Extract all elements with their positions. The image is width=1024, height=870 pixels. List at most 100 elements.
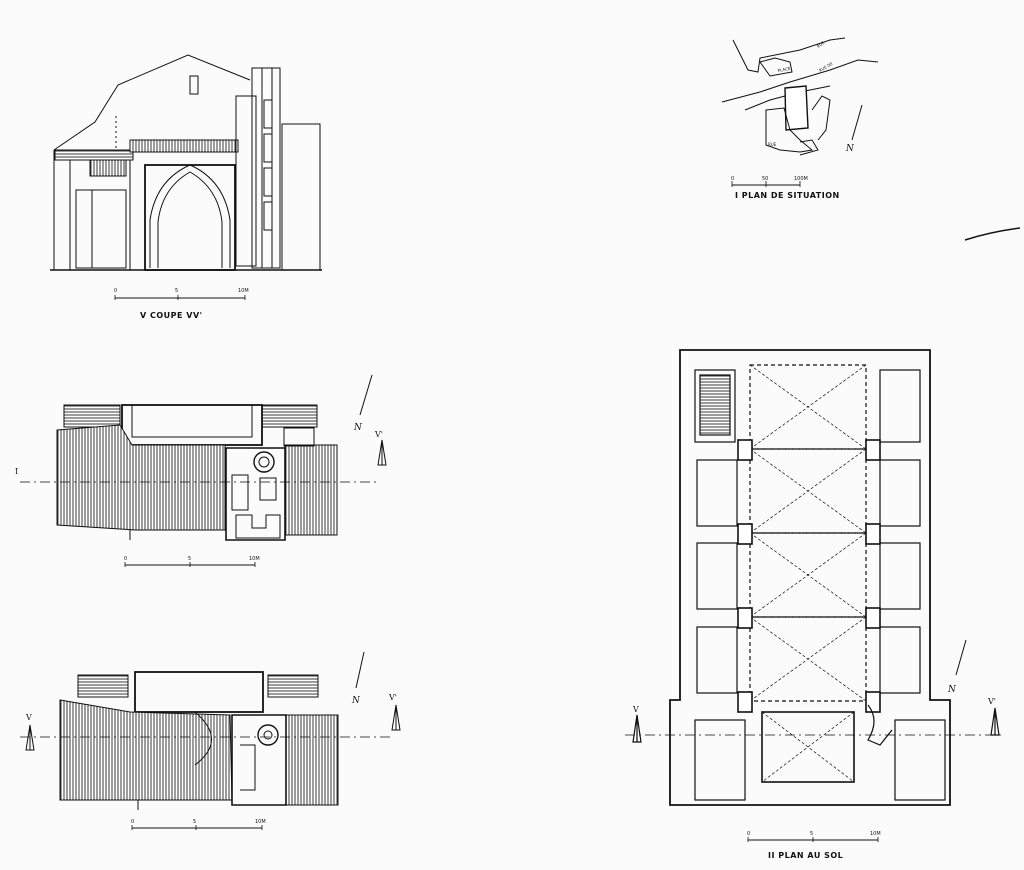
stair-tower: [231, 714, 287, 806]
wall-outline: [259, 477, 277, 501]
north-arrow: [359, 374, 373, 416]
nave-bay: [749, 616, 867, 702]
tower-wall: [235, 95, 257, 267]
north-label: N: [353, 423, 363, 433]
room-outline: [121, 404, 263, 446]
scale-label: 10M: [238, 288, 249, 294]
pier: [865, 607, 881, 629]
roof-line: [53, 54, 251, 151]
hatched-wall: [63, 404, 121, 428]
rib-vault: [749, 616, 867, 702]
street-outline: [732, 37, 846, 73]
room-outline: [131, 404, 253, 438]
stray-mark: [964, 227, 1021, 241]
scale-label: 5: [193, 819, 196, 825]
scale-label: 0: [114, 288, 117, 294]
block-outline: [811, 95, 831, 141]
scale-label: 0: [124, 556, 127, 562]
chapel: [696, 626, 738, 694]
scale-label: 5: [810, 831, 813, 837]
nave-bay: [749, 448, 867, 534]
section-marker: [25, 724, 35, 751]
block-outline: [759, 57, 793, 77]
apse-curve: [194, 711, 212, 766]
rib-vault: [749, 364, 867, 450]
scale-label: 0: [731, 176, 734, 182]
section-marker-label: I: [15, 467, 18, 476]
section-hatch: [129, 139, 239, 153]
ground-floor-plan: [625, 349, 1005, 842]
section-title: V COUPE VV': [140, 311, 203, 320]
stair-tower: [225, 447, 286, 541]
small-room: [283, 427, 315, 447]
scale-label: 10M: [249, 556, 260, 562]
spiral-stair: [867, 704, 893, 746]
section-hatch: [89, 159, 127, 177]
section-marker: [377, 439, 387, 466]
upper-floor-plan: [20, 374, 387, 567]
wall-outline: [75, 189, 127, 269]
street-outline: [721, 59, 879, 103]
north-arrow: [851, 104, 863, 141]
room-outline: [134, 671, 264, 713]
section-marker: [990, 707, 1000, 736]
section-marker-label: V': [374, 430, 383, 439]
chapel: [694, 369, 736, 443]
stair: [699, 374, 731, 436]
section-marker-label: V': [987, 697, 996, 706]
north-arrow: [355, 651, 365, 689]
choir-vault: [761, 711, 855, 783]
street-label: RUE: [816, 40, 826, 49]
hatched-floor: [285, 714, 339, 806]
pier: [737, 523, 753, 545]
hatched-wall: [267, 674, 319, 698]
scale-label: 5: [188, 556, 191, 562]
side-room: [894, 719, 946, 801]
hatched-floor: [56, 424, 226, 531]
roof-window: [189, 75, 199, 95]
rib-vault: [749, 532, 867, 618]
choir: [761, 711, 855, 783]
situation-plan: [721, 37, 879, 187]
street-label: PLACE: [777, 66, 791, 73]
chapel: [696, 459, 738, 527]
north-label: N: [351, 696, 361, 706]
section-marker: [632, 714, 642, 743]
scale-label: 100M: [794, 176, 808, 182]
section-hatch: [54, 149, 134, 161]
north-label: N: [845, 144, 855, 154]
wall-outline: [240, 744, 256, 791]
spiral-stair-core: [258, 456, 270, 468]
chapel: [879, 369, 921, 443]
block-outline: [765, 107, 814, 153]
tower-opening: [263, 133, 273, 163]
chapel: [879, 626, 921, 694]
street-label: RUE: [768, 142, 777, 147]
chapel: [696, 542, 738, 610]
hatched-wall: [261, 404, 318, 428]
chapel: [879, 542, 921, 610]
pier: [737, 439, 753, 461]
scale-label: 10M: [255, 819, 266, 825]
pier: [865, 523, 881, 545]
nave-bay: [749, 364, 867, 450]
lower-floor-plan: [20, 651, 401, 830]
wall-outline: [231, 474, 249, 511]
scale-label: 10M: [870, 831, 881, 837]
section-marker: [391, 704, 401, 731]
wall-outline: [235, 514, 281, 539]
tower-wall: [271, 67, 281, 269]
tower-wall: [251, 67, 263, 269]
scale-label: 0: [131, 819, 134, 825]
spiral-stair: [253, 451, 275, 473]
spiral-stair: [257, 724, 279, 746]
pier: [737, 691, 753, 713]
pier: [737, 607, 753, 629]
side-room: [694, 719, 746, 801]
gothic-arch: [149, 164, 231, 268]
scale-label: 0: [747, 831, 750, 837]
tower-opening: [263, 201, 273, 231]
scale-label: 5: [175, 288, 178, 294]
section-marker-label: V: [25, 713, 32, 722]
